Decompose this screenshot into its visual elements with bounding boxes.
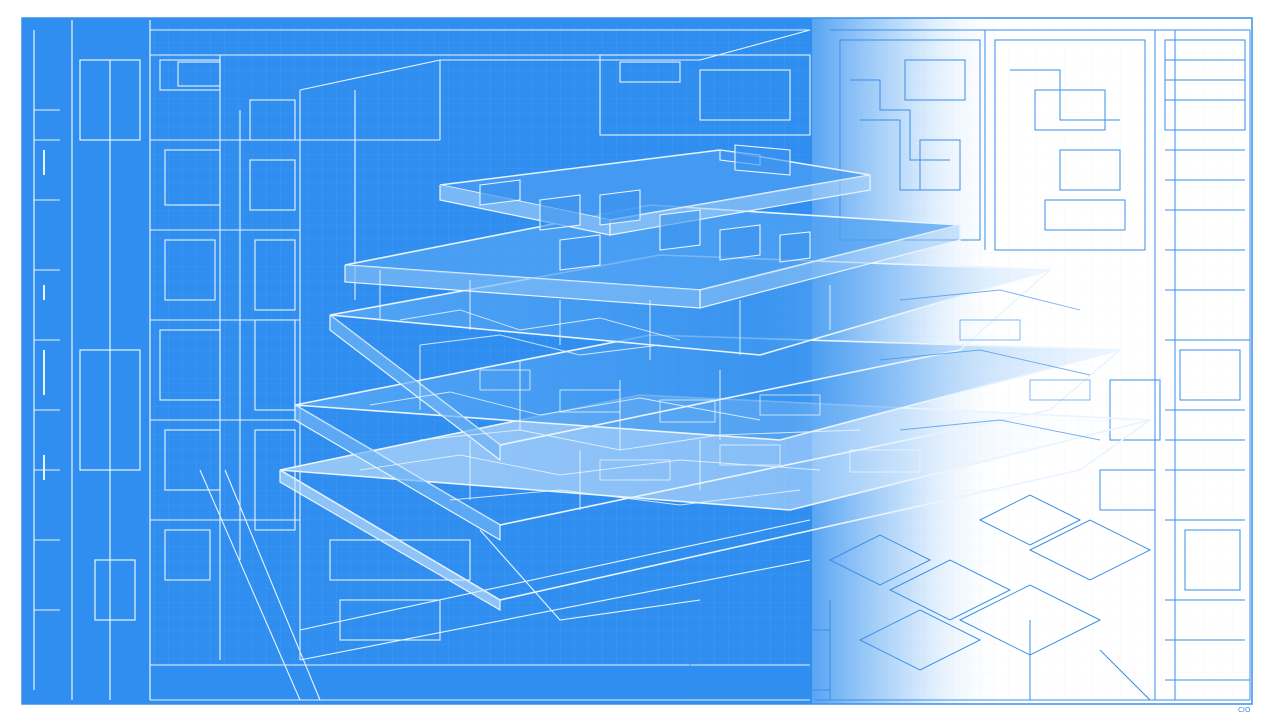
exploded-layer-stack [279,144,1151,612]
corner-mark: CIO [1238,706,1251,714]
